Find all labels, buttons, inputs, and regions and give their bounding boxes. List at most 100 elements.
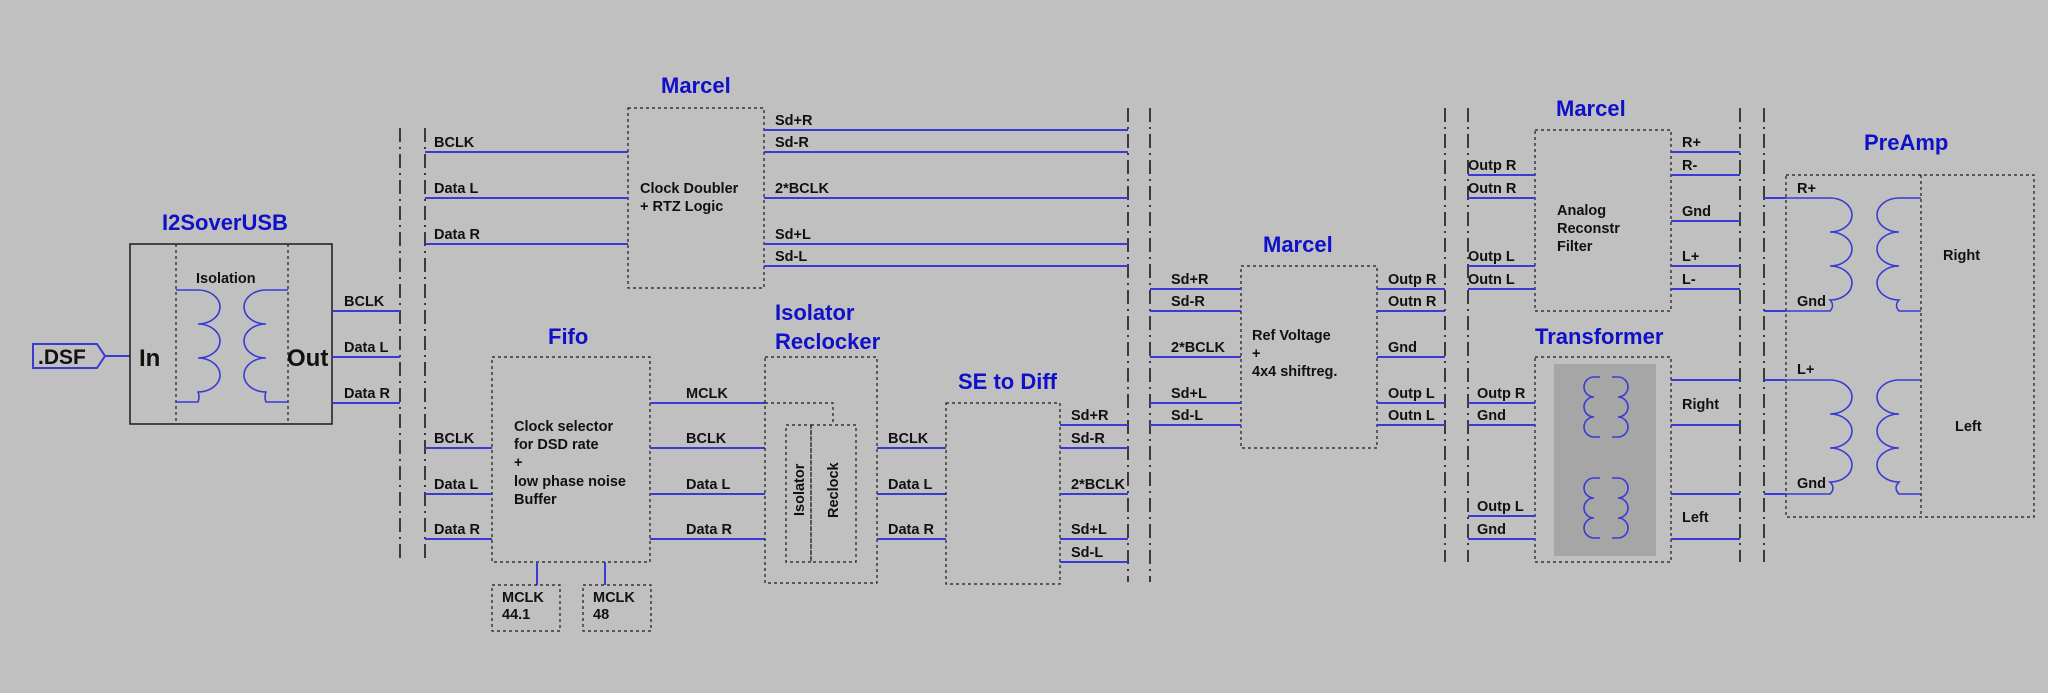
output-transformer-block: Transformer Outp R Gnd Outp L Gnd Right … [1468,324,1740,563]
marcel1-out-sdpl: Sd+L [775,227,811,243]
se-in-data-l: Data L [888,477,932,493]
marcel3-title: Marcel [1556,96,1626,121]
marcel2-in-sdml: Sd-L [1171,408,1203,424]
marcel2-out-outnl: Outn L [1388,408,1435,424]
fifo-in-data-l: Data L [434,477,478,493]
se-in-bclk: BCLK [888,431,929,447]
marcel1-line1: Clock Doubler [640,181,739,197]
preamp-left-transformer-icon [1786,379,1921,495]
marcel2-in-sdpl: Sd+L [1171,386,1207,402]
marcel2-in-sdmr: Sd-R [1171,294,1205,310]
fifo-line2: for DSD rate [514,437,599,453]
preamp-out-right: Right [1943,248,1980,264]
marcel2-in-2bclk: 2*BCLK [1171,340,1226,356]
marcel2-out-outpr: Outp R [1388,272,1437,288]
se-to-diff-block: SE to Diff BCLK Data L Data R Sd+R Sd-R … [888,369,1128,585]
preamp-in-gnd-l: Gnd [1797,476,1826,492]
out-label: Out [287,345,328,372]
i2s-title: I2SoverUSB [162,210,288,235]
preamp-out-left: Left [1955,419,1982,435]
marcel3-out-lm: L- [1682,272,1696,288]
marcel2-out-gnd: Gnd [1388,340,1417,356]
marcel3-out-lp: L+ [1682,249,1699,265]
marcel3-out-rm: R- [1682,158,1697,174]
marcel3-out-gnd: Gnd [1682,204,1711,220]
mclk-48-line2: 48 [593,607,609,623]
marcel-clock-doubler-block: Marcel Clock Doubler + RTZ Logic BCLK Da… [425,73,1128,289]
isolator-title-2: Reclocker [775,329,881,354]
fifo-in-data-r: Data R [434,522,480,538]
mclk-44-line2: 44.1 [502,607,530,623]
marcel3-in-outpl: Outp L [1468,249,1515,265]
transformer-out-right: Right [1682,397,1719,413]
i2s-out-data-l: Data L [344,340,388,356]
in-label: In [139,345,160,372]
marcel1-out-sdmr: Sd-R [775,135,809,151]
se-out-sdml: Sd-L [1071,545,1103,561]
marcel3-out-rp: R+ [1682,135,1701,151]
marcel2-in-sdpr: Sd+R [1171,272,1209,288]
marcel1-out-sdml: Sd-L [775,249,807,265]
fifo-line5: Buffer [514,492,557,508]
marcel-shiftreg-block: Marcel Ref Voltage + 4x4 shiftreg. Sd+R … [1150,232,1445,449]
preamp-in-rp: R+ [1797,181,1816,197]
se-out-2bclk: 2*BCLK [1071,477,1126,493]
marcel2-line2: + [1252,346,1260,362]
separator-lines [399,108,1765,582]
marcel2-out-outnr: Outn R [1388,294,1437,310]
preamp-in-gnd-r: Gnd [1797,294,1826,310]
marcel1-out-2bclk: 2*BCLK [775,181,830,197]
se-out-sdpl: Sd+L [1071,522,1107,538]
i2s-out-bclk: BCLK [344,294,385,310]
fifo-title: Fifo [548,324,588,349]
marcel3-in-outnr: Outn R [1468,181,1517,197]
marcel2-title: Marcel [1263,232,1333,257]
se-in-data-r: Data R [888,522,934,538]
marcel3-in-outnl: Outn L [1468,272,1515,288]
fifo-block: Fifo Clock selector for DSD rate + low p… [425,324,765,632]
marcel1-in-bclk: BCLK [434,135,475,151]
transformer-left-icon [1583,477,1629,539]
marcel3-line1: Analog [1557,203,1606,219]
preamp-right-transformer-icon [1786,197,1921,312]
marcel3-line2: Reconstr [1557,221,1620,237]
marcel2-line1: Ref Voltage [1252,328,1331,344]
reclock-label: Reclock [826,461,842,518]
marcel2-line3: 4x4 shiftreg. [1252,364,1337,380]
marcel1-title: Marcel [661,73,731,98]
dsf-label: .DSF [38,346,86,369]
preamp-in-lp: L+ [1797,362,1814,378]
transformer-right-icon [1583,376,1629,438]
i2s-over-usb-block: I2SoverUSB Isolation In Out BCLK Data L … [129,210,400,425]
se-out-sdmr: Sd-R [1071,431,1105,447]
isolation-label: Isolation [196,271,256,287]
marcel1-line2: + RTZ Logic [640,199,723,215]
isolation-transformer-icon [176,289,288,403]
isolator-title-1: Isolator [775,300,855,325]
marcel1-in-data-r: Data R [434,227,480,243]
isolator-label: Isolator [792,463,808,516]
marcel3-line3: Filter [1557,239,1593,255]
mclk-44-line1: MCLK [502,590,544,606]
fifo-line4: low phase noise [514,474,626,490]
marcel1-out-sdpr: Sd+R [775,113,813,129]
isolator-reclocker-block: Isolator Reclocker Isolator Reclock [764,300,946,584]
fifo-line1: Clock selector [514,419,613,435]
marcel1-in-data-l: Data L [434,181,478,197]
preamp-title: PreAmp [1864,130,1948,155]
mclk-48-line1: MCLK [593,590,635,606]
fifo-line3: + [514,455,522,471]
fifo-in-bclk: BCLK [434,431,475,447]
se-to-diff-title: SE to Diff [958,369,1058,394]
dsf-source-port: .DSF [32,343,130,369]
transformer-in-gnd-l: Gnd [1477,522,1506,538]
fifo-out-bclk: BCLK [686,431,727,447]
marcel2-out-outpl: Outp L [1388,386,1435,402]
transformer-core [1554,364,1656,556]
preamp-block: PreAmp R+ Gnd L+ Gnd Right Left [1764,130,2035,518]
transformer-title: Transformer [1535,324,1664,349]
fifo-out-data-r: Data R [686,522,732,538]
transformer-out-left: Left [1682,510,1709,526]
marcel3-in-outpr: Outp R [1468,158,1517,174]
